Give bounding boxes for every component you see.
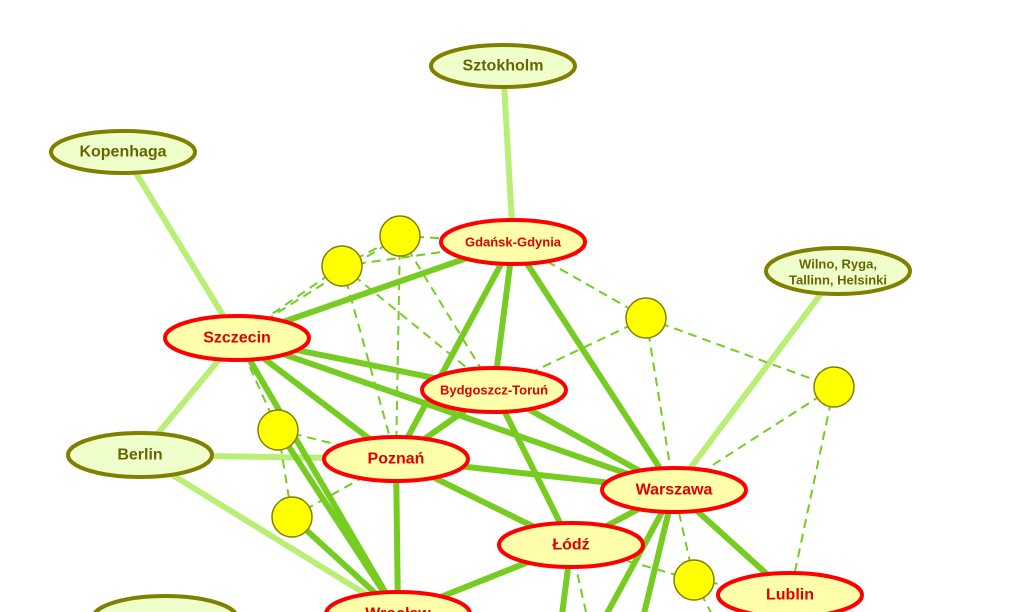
node-shape-sztokholm bbox=[429, 43, 577, 89]
node-wroclaw: Wrocław bbox=[324, 590, 472, 612]
junction-j5 bbox=[625, 297, 667, 339]
node-shape-wilno bbox=[764, 246, 912, 296]
node-j1 bbox=[321, 245, 363, 287]
junction-j2 bbox=[379, 215, 421, 257]
edge-j6-lublin bbox=[789, 386, 835, 596]
node-warszawa: Warszawa bbox=[600, 466, 748, 514]
junction-j3 bbox=[257, 409, 299, 451]
node-gdansk: Gdańsk-Gdynia bbox=[439, 218, 587, 266]
edge-j1-j2 bbox=[341, 235, 401, 267]
node-label-wilno: Wilno, Ryga, bbox=[799, 257, 877, 272]
edge-j1-poznan bbox=[341, 265, 397, 460]
node-label-gdansk: Gdańsk-Gdynia bbox=[465, 235, 562, 250]
node-label-lublin: Lublin bbox=[766, 587, 814, 604]
node-shape-wroclaw bbox=[324, 590, 472, 612]
node-j4 bbox=[271, 496, 313, 538]
edge-j2-szczecin bbox=[236, 235, 401, 339]
edge-j2-bydgoszcz bbox=[399, 235, 495, 391]
node-shape-lublin bbox=[716, 571, 864, 612]
node-lublin: Lublin bbox=[716, 571, 864, 612]
node-shape-szczecin bbox=[163, 314, 311, 362]
node-j5 bbox=[625, 297, 667, 339]
node-j7 bbox=[673, 559, 715, 601]
edge-poznan-wroclaw bbox=[393, 458, 401, 612]
node-label-kopenhaga: Kopenhaga bbox=[79, 144, 166, 161]
edge-bydgoszcz-lodz bbox=[491, 388, 574, 547]
junction-j4 bbox=[271, 496, 313, 538]
node-label-sztokholm: Sztokholm bbox=[463, 58, 544, 75]
junction-j1 bbox=[321, 245, 363, 287]
node-shape-bydgoszcz bbox=[420, 366, 568, 414]
edge-wilno-warszawa bbox=[671, 269, 841, 492]
node-label-lodz: Łódź bbox=[552, 537, 589, 554]
node-sztokholm: Sztokholm bbox=[429, 43, 577, 89]
node-shape-lodz bbox=[497, 521, 645, 569]
node-shape-gdansk bbox=[439, 218, 587, 266]
node-label-wilno: Tallinn, Helsinki bbox=[789, 273, 887, 288]
node-bydgoszcz: Bydgoszcz-Toruń bbox=[420, 366, 568, 414]
edge-j3-wroclaw bbox=[275, 428, 401, 612]
node-kopenhaga: Kopenhaga bbox=[49, 129, 197, 175]
edge-j2-poznan bbox=[395, 235, 401, 460]
node-label-szczecin: Szczecin bbox=[203, 330, 271, 347]
node-bottom-left bbox=[93, 594, 237, 612]
node-label-bydgoszcz: Bydgoszcz-Toruń bbox=[440, 383, 548, 398]
node-berlin: Berlin bbox=[66, 431, 214, 479]
node-label-berlin: Berlin bbox=[117, 447, 162, 464]
node-j6 bbox=[813, 366, 855, 408]
node-shape-poznan bbox=[322, 435, 470, 483]
node-szczecin: Szczecin bbox=[163, 314, 311, 362]
edge-gdansk-warszawa bbox=[510, 240, 677, 492]
node-label-poznan: Poznań bbox=[368, 451, 425, 468]
node-shape-berlin bbox=[66, 431, 214, 479]
node-shape-bottom-left bbox=[93, 594, 237, 612]
junction-j7 bbox=[673, 559, 715, 601]
node-j3 bbox=[257, 409, 299, 451]
node-label-warszawa: Warszawa bbox=[636, 482, 713, 499]
edge-berlin-wroclaw bbox=[138, 452, 400, 612]
edge-j1-bydgoszcz bbox=[341, 265, 495, 391]
junction-j6 bbox=[813, 366, 855, 408]
edge-sztokholm-gdansk bbox=[500, 65, 516, 243]
node-j2 bbox=[379, 215, 421, 257]
edge-j5-j6 bbox=[645, 317, 835, 388]
node-poznan: Poznań bbox=[322, 435, 470, 483]
node-lodz: Łódź bbox=[497, 521, 645, 569]
edge-gdansk-bydgoszcz bbox=[491, 241, 516, 391]
node-shape-kopenhaga bbox=[49, 129, 197, 175]
edge-gdansk-poznan bbox=[393, 240, 516, 461]
edge-kopenhaga-szczecin bbox=[120, 150, 240, 340]
node-label-wroclaw: Wrocław bbox=[365, 606, 431, 612]
node-shape-warszawa bbox=[600, 466, 748, 514]
node-wilno: Wilno, Ryga,Tallinn, Helsinki bbox=[764, 246, 912, 296]
